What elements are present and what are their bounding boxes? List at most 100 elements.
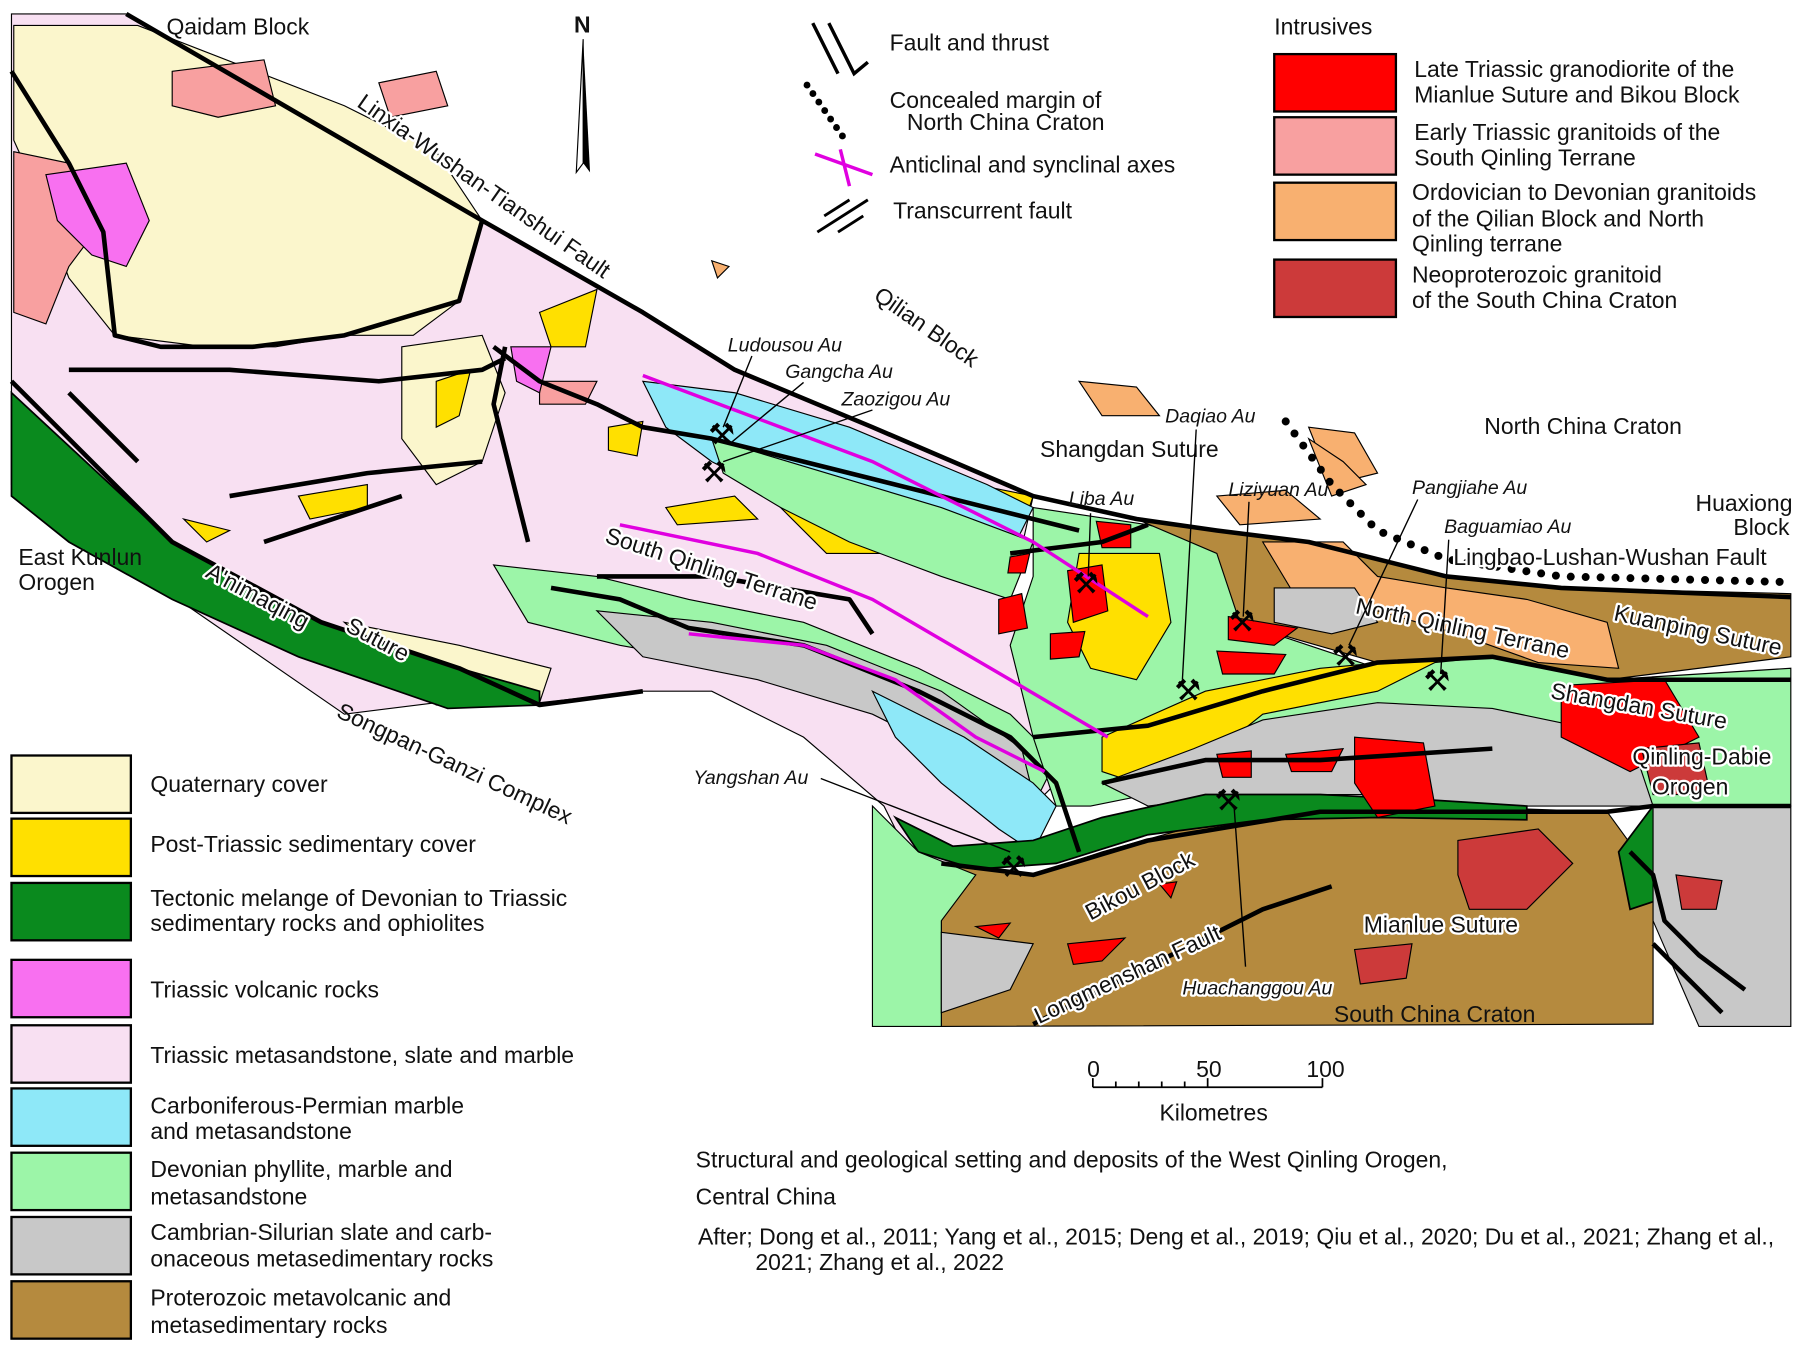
fold-axes-icon <box>814 148 874 187</box>
concealed-margin-icon <box>803 81 848 142</box>
crossed-hammers-icon: ⚒ <box>1423 664 1450 699</box>
label-east-kunlun: East Kunlun <box>18 544 142 570</box>
intrusives-legend: Intrusives Late Triassic granodiorite of… <box>1273 14 1756 319</box>
concealed-margin-line <box>1281 417 1795 587</box>
deposit-markers: ⚒ ⚒ ⚒ ⚒ ⚒ ⚒ ⚒ ⚒ ⚒ <box>700 417 1450 885</box>
unit-devonian-phyllite <box>871 804 977 1027</box>
intrusive-ordovician-devonian <box>710 259 1379 526</box>
symbol-legend: Fault and thrust Concealed margin of Nor… <box>803 22 1176 234</box>
label-huaxiong: Huaxiong <box>1696 490 1793 516</box>
label-qaidam: Qaidam Block <box>166 14 309 40</box>
fold-axis <box>619 523 1109 739</box>
intrusive-early-triassic <box>171 59 598 405</box>
label-huaxiong: Block <box>1733 514 1790 540</box>
crossed-hammers-icon: ⚒ <box>708 417 735 452</box>
deposit-label: Pangjiahe Au <box>1412 477 1527 499</box>
label-qilian: Qilian Block <box>870 281 985 372</box>
north-arrow: N <box>574 11 591 175</box>
caption-title: Structural and geological setting and de… <box>696 1147 1448 1173</box>
crossed-hammers-icon: ⚒ <box>1174 673 1201 708</box>
crossed-hammers-icon: ⚒ <box>1228 605 1255 640</box>
svg-text:Fault and thrust: Fault and thrust <box>890 30 1050 56</box>
crossed-hammers-icon: ⚒ <box>1072 567 1099 602</box>
svg-text:Transcurrent fault: Transcurrent fault <box>893 197 1073 223</box>
fault-lines <box>9 379 644 708</box>
svg-text:50: 50 <box>1196 1056 1222 1082</box>
svg-text:Early Triassic granitoids of t: Early Triassic granitoids of the <box>1414 119 1720 145</box>
label-songpan: Songpan-Ganzi Complex <box>333 697 577 829</box>
crossed-hammers-icon: ⚒ <box>700 455 727 490</box>
svg-text:Quaternary cover: Quaternary cover <box>150 771 328 797</box>
unit-devonian-phyllite <box>710 437 1034 601</box>
svg-text:and metasandstone: and metasandstone <box>150 1118 351 1144</box>
deposit-label: Gangcha Au <box>785 361 893 383</box>
crossed-hammers-icon: ⚒ <box>1332 639 1359 674</box>
leader-lines <box>722 355 1450 967</box>
label-south-china: South China Craton <box>1334 1001 1535 1027</box>
swatch <box>1273 116 1398 176</box>
deposit-label: Liziyuan Au <box>1228 479 1328 501</box>
deposit-label: Yangshan Au <box>693 767 808 789</box>
svg-text:of the Qilian Block and North: of the Qilian Block and North <box>1412 205 1704 231</box>
svg-text:Triassic volcanic rocks: Triassic volcanic rocks <box>150 977 379 1003</box>
deposit-label: Ludousou Au <box>728 334 842 356</box>
svg-text:Kilometres: Kilometres <box>1159 1100 1267 1126</box>
intrusive-ordovician-devonian <box>1307 437 1368 497</box>
svg-text:Cambrian-Silurian slate and ca: Cambrian-Silurian slate and carb- <box>150 1219 492 1245</box>
unit-triassic-volcanic <box>45 162 150 268</box>
swatch <box>1273 181 1398 242</box>
intrusive-neoproterozoic <box>1353 742 1723 985</box>
svg-text:North China Craton: North China Craton <box>907 109 1105 135</box>
svg-text:Tectonic melange of Devonian t: Tectonic melange of Devonian to Triassic <box>150 885 567 911</box>
fold-axis <box>642 373 1149 619</box>
svg-text:metasandstone: metasandstone <box>150 1183 307 1209</box>
fault-lines <box>125 11 1791 600</box>
map-area: N Qaidam Block Linxia-Wushan-Tianshui Fa… <box>9 11 1795 1031</box>
units-legend: Quaternary cover Post-Triassic sedimenta… <box>10 754 574 1340</box>
svg-text:Neoproterozoic granitoid: Neoproterozoic granitoid <box>1412 262 1662 288</box>
deposit-label: Baguamiao Au <box>1444 516 1571 538</box>
crossed-hammers-icon: ⚒ <box>1000 850 1027 885</box>
swatch <box>1273 258 1398 319</box>
svg-text:Post-Triassic sedimentary cove: Post-Triassic sedimentary cover <box>150 831 476 857</box>
deposit-label: Huachanggou Au <box>1182 977 1332 999</box>
svg-text:0: 0 <box>1087 1056 1100 1082</box>
svg-text:onaceous metasedimentary rocks: onaceous metasedimentary rocks <box>150 1245 493 1271</box>
deposit-labels: Ludousou Au Gangcha Au Zaozigou Au Daqia… <box>693 334 1571 1001</box>
crossed-hammers-icon: ⚒ <box>1215 784 1242 819</box>
label-qinling-dabie: Qinling-Dabie <box>1632 744 1771 770</box>
label-mianlue: Mianlue Suture <box>1364 911 1518 937</box>
svg-text:Anticlinal and synclinal axes: Anticlinal and synclinal axes <box>890 151 1176 177</box>
svg-text:Triassic metasandstone, slate: Triassic metasandstone, slate and marble <box>150 1042 574 1068</box>
svg-text:100: 100 <box>1306 1056 1344 1082</box>
svg-text:Carboniferous-Permian marble: Carboniferous-Permian marble <box>150 1093 464 1119</box>
scale-bar: 0 50 100 Kilometres <box>1087 1056 1345 1126</box>
svg-text:Devonian phyllite, marble and: Devonian phyllite, marble and <box>150 1156 452 1182</box>
caption-references: 2021; Zhang et al., 2022 <box>755 1249 1004 1275</box>
transcurrent-fault-icon <box>816 198 869 234</box>
svg-text:Qinling terrane: Qinling terrane <box>1412 231 1562 257</box>
caption-references: After; Dong et al., 2011; Yang et al., 2… <box>698 1224 1774 1250</box>
label-north-china: North China Craton <box>1484 413 1682 439</box>
svg-text:N: N <box>574 11 591 37</box>
caption-title: Central China <box>696 1183 836 1209</box>
deposit-label: Liba Au <box>1069 488 1135 510</box>
deposit-label: Daqiao Au <box>1165 406 1255 428</box>
intrusives-title: Intrusives <box>1274 14 1372 40</box>
svg-text:Mianlue Suture and Bikou Block: Mianlue Suture and Bikou Block <box>1414 81 1740 107</box>
fold-axis <box>688 632 1046 774</box>
figure-caption: Structural and geological setting and de… <box>696 1147 1775 1275</box>
svg-text:South Qinling Terrane: South Qinling Terrane <box>1414 144 1635 170</box>
deposit-label: Zaozigou Au <box>840 388 950 410</box>
label-qinling-dabie: Orogen <box>1652 774 1729 800</box>
swatch <box>1273 52 1398 113</box>
label-lingbao-fault: Lingbao-Lushan-Wushan Fault <box>1453 544 1767 570</box>
svg-text:Ordovician to Devonian granito: Ordovician to Devonian granitoids <box>1412 179 1756 205</box>
unit-cambrian-silurian <box>1273 587 1379 635</box>
fault-thrust-icon <box>811 22 869 77</box>
svg-text:metasedimentary rocks: metasedimentary rocks <box>150 1312 387 1338</box>
svg-text:of the South China Craton: of the South China Craton <box>1412 287 1677 313</box>
svg-text:sedimentary rocks and ophiolit: sedimentary rocks and ophiolites <box>150 910 484 936</box>
svg-text:Late Triassic granodiorite of: Late Triassic granodiorite of the <box>1414 56 1734 82</box>
